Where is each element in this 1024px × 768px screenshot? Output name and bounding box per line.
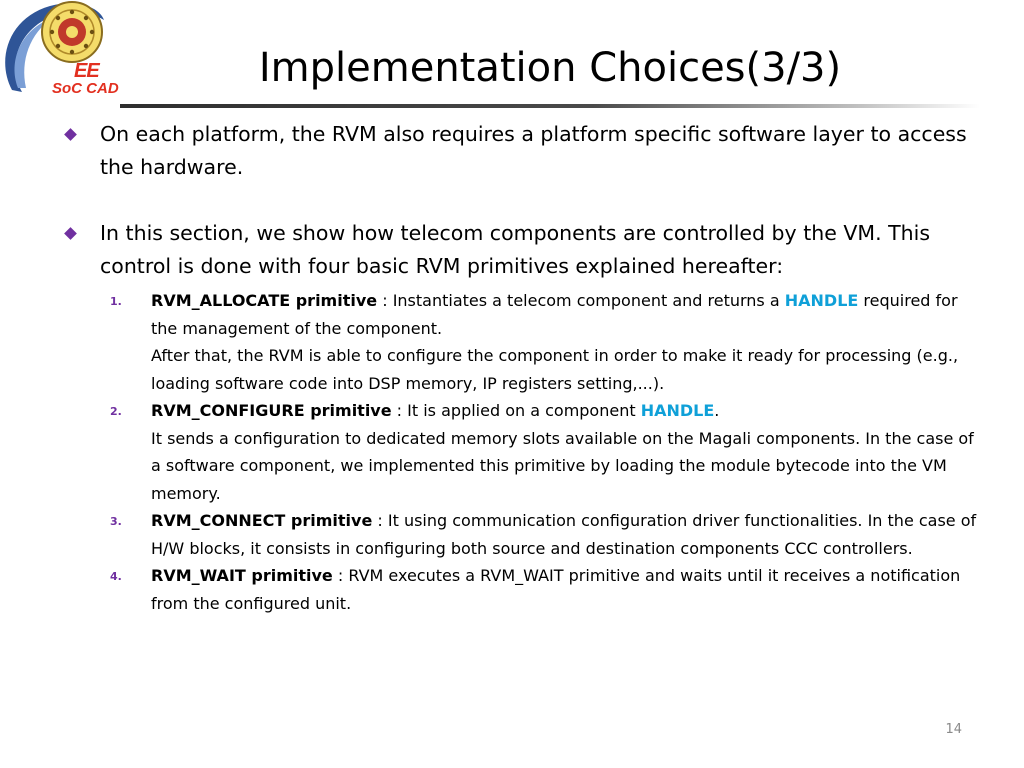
handle-highlight: HANDLE (640, 401, 715, 420)
logo: EE SoC CAD (0, 0, 125, 108)
slide-content: On each platform, the RVM also requires … (62, 118, 977, 617)
page-number: 14 (945, 722, 962, 737)
list-item: 1. RVM_ALLOCATE primitive : Instantiates… (98, 287, 977, 397)
logo-emblem-icon (5, 1, 104, 92)
diamond-bullet-icon (64, 128, 77, 141)
item-text: After that, the RVM is able to configure… (151, 346, 959, 393)
bullet-item: In this section, we show how telecom com… (62, 217, 977, 283)
logo-line-1: EE (74, 60, 100, 82)
item-text: : It using communication configuration d… (151, 511, 977, 558)
numbered-list: 1. RVM_ALLOCATE primitive : Instantiates… (98, 287, 977, 617)
item-text: . (714, 401, 720, 420)
item-text: : RVM executes a RVM_WAIT primitive and … (151, 566, 961, 613)
list-number: 1. (110, 295, 122, 308)
handle-highlight: HANDLE (784, 291, 859, 310)
list-item: 4. RVM_WAIT primitive : RVM executes a R… (98, 562, 977, 617)
bullet-text: In this section, we show how telecom com… (100, 221, 930, 278)
diamond-bullet-icon (64, 227, 77, 240)
item-text: : Instantiates a telecom component and r… (377, 291, 785, 310)
title-divider (120, 104, 980, 108)
item-text: It sends a configuration to dedicated me… (151, 428, 974, 503)
slide-title: Implementation Choices(3/3) (258, 45, 842, 91)
logo-line-2: SoC CAD (52, 80, 119, 97)
primitive-name: RVM_ALLOCATE primitive (151, 291, 378, 310)
item-text: : It is applied on a component (391, 401, 641, 420)
primitive-name: RVM_WAIT primitive (151, 566, 333, 585)
list-item: 2. RVM_CONFIGURE primitive : It is appli… (98, 397, 977, 507)
primitive-name: RVM_CONFIGURE primitive (151, 401, 392, 420)
item-text: required for the management of the compo… (151, 291, 958, 338)
list-item: 3. RVM_CONNECT primitive : It using comm… (98, 507, 977, 562)
list-number: 2. (110, 405, 122, 418)
primitive-name: RVM_CONNECT primitive (151, 511, 373, 530)
list-number: 4. (110, 570, 122, 583)
list-number: 3. (110, 515, 122, 528)
bullet-text: On each platform, the RVM also requires … (100, 122, 967, 179)
bullet-item: On each platform, the RVM also requires … (62, 118, 977, 184)
